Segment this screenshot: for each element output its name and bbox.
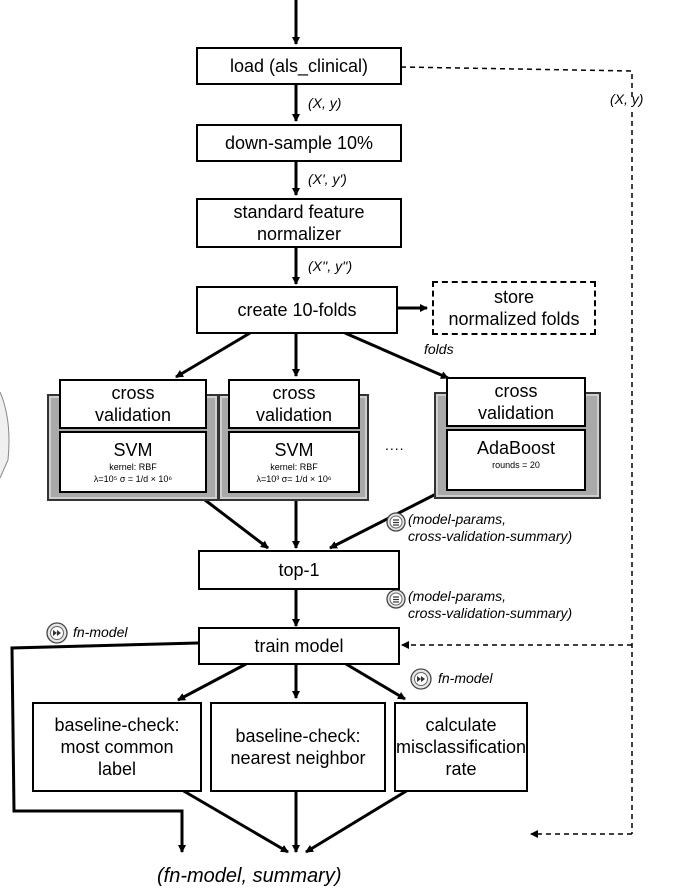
baseline-nn-node: baseline-check: nearest neighbor	[210, 702, 386, 792]
more-panels-ellipsis: ....	[385, 437, 405, 453]
edge-label-folds: folds	[424, 341, 454, 357]
arrow-folds-to-cv3	[344, 331, 449, 380]
cv-model-3: AdaBoost rounds = 20	[446, 429, 586, 491]
arrow-baseline1-to-output	[181, 788, 289, 854]
cv-model-2: SVM kernel: RBF λ=10³ σ= 1/d × 10⁶	[228, 431, 360, 493]
arrow-cv1-to-top1	[204, 498, 269, 550]
cv-model-name-1: SVM	[113, 440, 153, 460]
list-circle-icon	[386, 512, 406, 532]
cv-title-3: cross validation	[446, 377, 586, 427]
cv-model-param2-1: λ=10⁵ σ = 1/d × 10⁶	[93, 474, 173, 484]
cv-model-name-3: AdaBoost	[476, 438, 556, 458]
cv-title-1: cross validation	[59, 379, 207, 429]
cv-model-1: SVM kernel: RBF λ=10⁵ σ = 1/d × 10⁶	[59, 431, 207, 493]
cv-model-name-2: SVM	[274, 440, 314, 460]
fn-model-label-right: fn-model	[438, 670, 493, 686]
fn-model-label-left: fn-model	[73, 624, 128, 640]
fast-forward-circle-icon	[46, 622, 68, 644]
edge-label-xy-side: (X, y)	[610, 91, 644, 107]
left-edge-decoration	[0, 391, 10, 479]
downsample-node: down-sample 10%	[196, 124, 402, 162]
arrow-train-to-baseline1	[177, 662, 247, 702]
edge-label-xy: (X, y)	[308, 95, 342, 111]
cv-model-param1-1: kernel: RBF	[109, 462, 157, 472]
create-folds-node: create 10-folds	[196, 286, 398, 334]
arrow-train-to-misclass	[345, 662, 406, 701]
fast-forward-circle-icon	[410, 668, 432, 690]
baseline-common-node: baseline-check: most common label	[32, 702, 202, 792]
load-node: load (als_clinical)	[196, 47, 402, 85]
top1-node: top-1	[198, 550, 400, 590]
edge-label-xy-prime: (X', y')	[308, 171, 347, 187]
misclassification-node: calculate misclassification rate	[394, 702, 528, 792]
arrow-folds-to-cv1	[175, 331, 251, 379]
store-folds-node: store normalized folds	[432, 281, 596, 335]
arrow-misclass-to-output	[305, 788, 409, 854]
normalizer-node: standard feature normalizer	[196, 198, 402, 248]
cv-model-param1-3: rounds = 20	[492, 460, 540, 470]
cv-model-param1-2: kernel: RBF	[270, 462, 318, 472]
train-model-node: train model	[198, 627, 400, 665]
summary-label-top1: (model-params, cross-validation-summary)	[408, 588, 573, 621]
dashed-side-path	[400, 66, 633, 834]
output-label: (fn-model, summary)	[157, 865, 342, 887]
edge-label-xy-double-prime: (X'', y'')	[308, 258, 353, 274]
cv-model-param2-2: λ=10³ σ= 1/d × 10⁶	[256, 474, 332, 484]
arrow-cv3-to-top1	[329, 491, 439, 550]
list-circle-icon	[386, 589, 406, 609]
arrow-fn-model-path	[10, 641, 199, 853]
cv-title-2: cross validation	[228, 379, 360, 429]
summary-label-cv: (model-params, cross-validation-summary)	[408, 511, 573, 544]
